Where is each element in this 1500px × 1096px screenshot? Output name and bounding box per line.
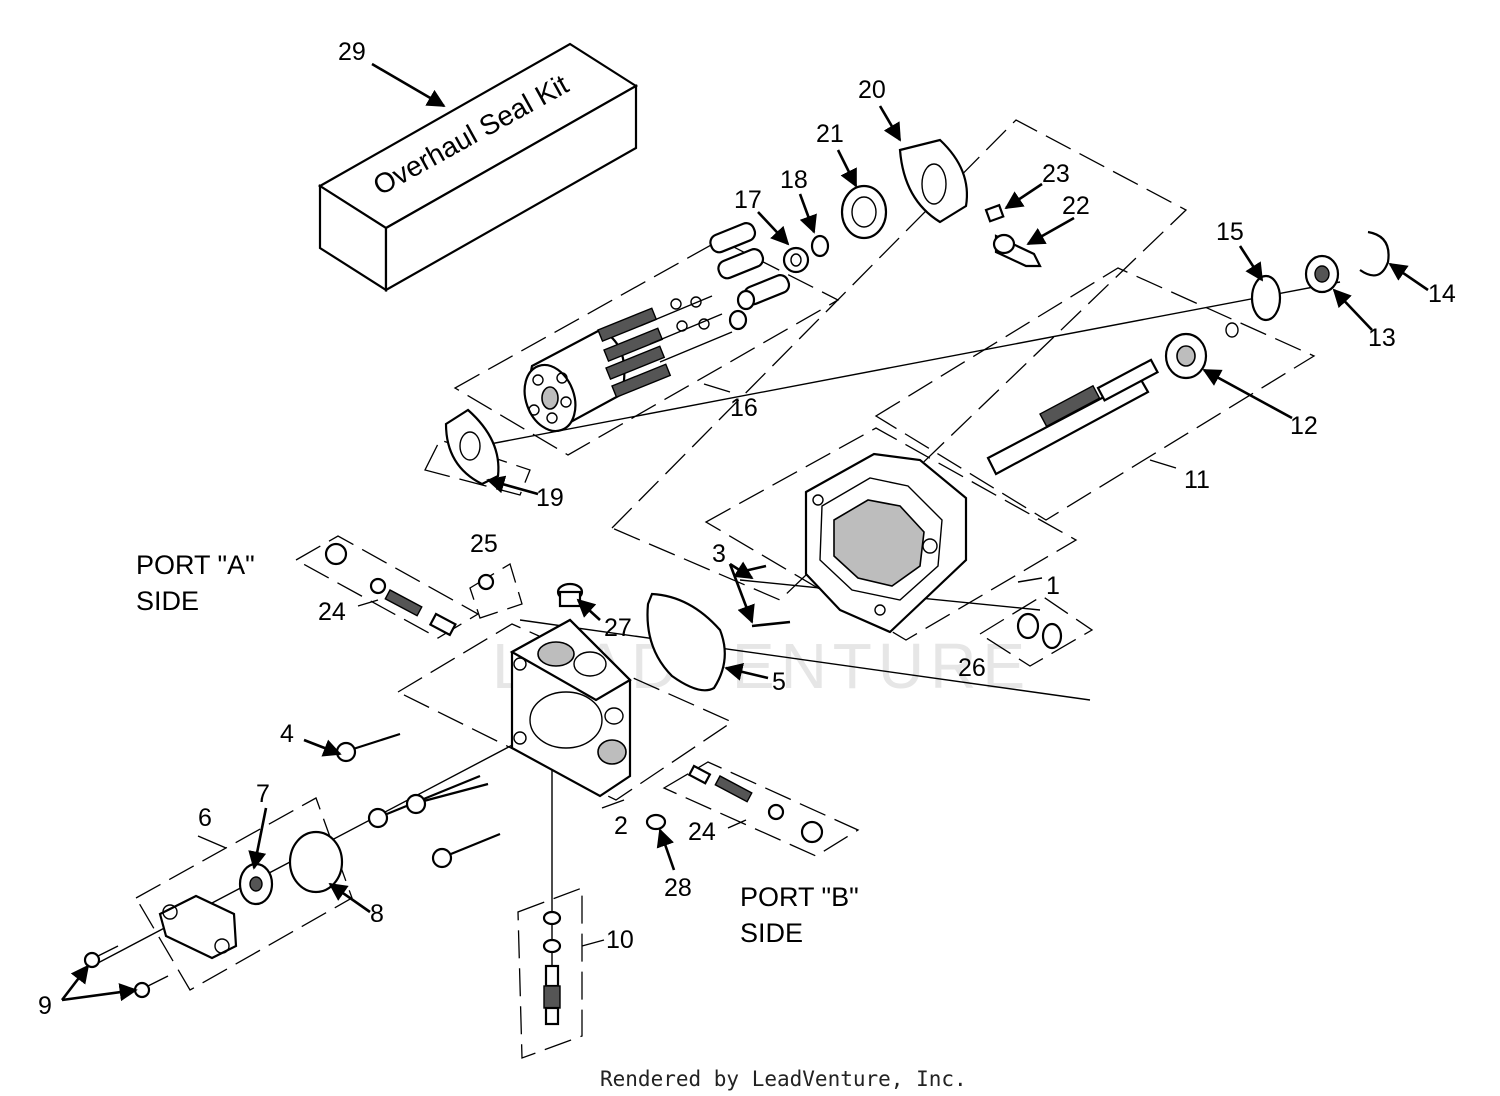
leader-lines (60, 62, 1429, 1002)
callout-15: 15 (1216, 218, 1244, 246)
callout-24-a: 24 (318, 598, 346, 626)
callout-1: 1 (1046, 572, 1060, 600)
callout-17: 17 (734, 186, 762, 214)
callout-9: 9 (38, 992, 52, 1020)
part-4-bolts (335, 732, 501, 869)
part-9-screws (83, 945, 169, 999)
callout-24-b: 24 (688, 818, 716, 846)
part-18-retaining-ring (810, 234, 830, 258)
part-29-seal-kit-box: Overhaul Seal Kit (317, 42, 639, 293)
callout-2: 2 (614, 812, 628, 840)
callout-22: 22 (1062, 192, 1090, 220)
port-a-label: PORT "A" SIDE (136, 550, 255, 616)
callouts: 29 20 21 17 18 23 22 15 14 13 12 16 11 1… (38, 38, 1456, 1020)
part-27-plug (556, 582, 584, 608)
port-b-line-2: SIDE (740, 918, 803, 948)
part-13-seal (1304, 254, 1340, 294)
callout-25: 25 (470, 530, 498, 558)
callout-28: 28 (664, 874, 692, 902)
part-11-input-shaft (986, 358, 1160, 476)
part-2-center-section (509, 618, 632, 798)
part-21-shaft-seal (840, 184, 888, 240)
part-16-rotating-group (523, 222, 791, 433)
part-10-bypass-valve (542, 910, 562, 1026)
callout-10: 10 (606, 926, 634, 954)
callout-29: 29 (338, 38, 366, 66)
callout-6: 6 (198, 804, 212, 832)
callout-13: 13 (1368, 324, 1396, 352)
callout-7: 7 (256, 780, 270, 808)
port-a-line-1: PORT "A" (136, 550, 255, 580)
callout-20: 20 (858, 76, 886, 104)
port-a-line-2: SIDE (136, 586, 199, 616)
callout-16: 16 (730, 394, 758, 422)
callout-5: 5 (772, 668, 786, 696)
callout-26: 26 (958, 654, 986, 682)
part-25-check-valve (477, 573, 495, 591)
callout-27: 27 (604, 614, 632, 642)
callout-18: 18 (780, 166, 808, 194)
part-24-relief-valve-a (324, 542, 457, 637)
part-8-o-ring (288, 830, 344, 894)
callout-19: 19 (536, 484, 564, 512)
part-23-slider-block (984, 203, 1005, 223)
callout-4: 4 (280, 720, 294, 748)
part-24-relief-valve-b (687, 764, 824, 844)
part-15-snap-ring (1225, 274, 1282, 338)
part-7-gerotor (238, 862, 274, 906)
part-1-housing (804, 452, 968, 634)
part-6-charge-pump-cover (158, 894, 238, 960)
part-5-gasket (646, 592, 726, 692)
callout-12: 12 (1290, 412, 1318, 440)
callout-11: 11 (1184, 466, 1210, 494)
part-22-trunnion-arm (992, 233, 1042, 268)
callout-23: 23 (1042, 160, 1070, 188)
port-b-line-1: PORT "B" (740, 882, 859, 912)
part-12-bearing (1164, 332, 1208, 380)
callout-8: 8 (370, 900, 384, 928)
callout-14: 14 (1428, 280, 1456, 308)
footer-credit: Rendered by LeadVenture, Inc. (600, 1067, 967, 1091)
callout-21: 21 (816, 120, 844, 148)
part-19-valve-plate (444, 408, 500, 486)
part-20-swashplate (898, 138, 968, 224)
part-17-washer (782, 246, 810, 274)
part-26-seal (1016, 612, 1063, 650)
part-28-plug (645, 813, 667, 831)
port-b-label: PORT "B" SIDE (740, 882, 859, 948)
callout-3: 3 (712, 540, 726, 568)
part-14-retaining-ring (1359, 230, 1390, 277)
